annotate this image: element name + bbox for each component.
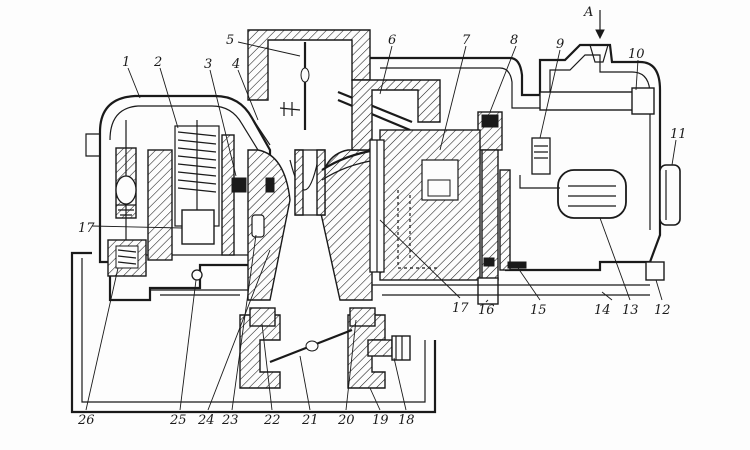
- throttle-body-left: [239, 314, 281, 389]
- label-4: 4: [231, 57, 240, 72]
- label-2: 2: [153, 55, 162, 70]
- label-14: 14: [594, 303, 611, 318]
- arrow-a-head: [595, 29, 605, 40]
- label-12: 12: [654, 303, 671, 318]
- label-24: 24: [197, 413, 215, 428]
- label-10: 10: [628, 47, 645, 62]
- fuel-line-14: [371, 284, 650, 290]
- label-20: 20: [337, 413, 355, 428]
- inlet-funnel: [589, 44, 609, 63]
- right-chamber-wall: [351, 79, 441, 151]
- needle-valve-cap: [481, 114, 499, 128]
- sight-window-11: [659, 164, 681, 226]
- label-17-right: 17: [452, 301, 469, 316]
- float-13: [557, 169, 627, 219]
- accelerator-pipe-2: [337, 98, 411, 132]
- venturi-right-wall: [317, 149, 373, 301]
- right-vertical-channel-2: [499, 169, 511, 271]
- jet-16-cap: [483, 257, 495, 267]
- needle-9-lever: [519, 175, 560, 189]
- label-11: 11: [670, 127, 687, 142]
- label-22: 22: [263, 413, 281, 428]
- left-wall-hatch-2: [221, 134, 235, 256]
- accelerator-pipe: [337, 90, 413, 124]
- screw-18-body: [367, 339, 393, 357]
- left-channel-pipe: [149, 289, 248, 300]
- drain-plug-12: [645, 261, 665, 281]
- left-housing-inner: [109, 105, 259, 256]
- flange-20: [349, 307, 376, 327]
- jet-26-threads: [117, 249, 137, 265]
- jet-23: [251, 214, 265, 238]
- needle-9-threads: [534, 145, 548, 159]
- label-18: 18: [398, 413, 415, 428]
- venturi-left-wall: [247, 149, 291, 301]
- valve-bulb: [115, 175, 137, 205]
- jet-15: [507, 261, 527, 269]
- label-26: 26: [77, 413, 95, 428]
- label-3: 3: [204, 57, 212, 72]
- fitting-3: [231, 177, 247, 193]
- label-5: 5: [226, 33, 234, 48]
- label-19: 19: [372, 413, 389, 428]
- venturi-throat: [289, 159, 319, 191]
- screw-18-head: [391, 335, 411, 361]
- pipe-4: [251, 117, 271, 146]
- inlet-fitting-10: [631, 87, 655, 115]
- outer-fuel-line-inner: [81, 258, 426, 403]
- label-23: 23: [221, 413, 239, 428]
- needle-9-housing: [531, 137, 551, 175]
- label-9: 9: [556, 37, 564, 52]
- left-housing-outline: [98, 94, 272, 302]
- valve-spring-small: [116, 204, 136, 216]
- air-damper-axle: [300, 67, 310, 83]
- left-wall-hatch: [147, 149, 173, 261]
- small-diffuser-hatch-r: [316, 149, 326, 216]
- throttle-body-right: [347, 314, 386, 389]
- flange-22: [249, 307, 276, 327]
- dashed-channel: [397, 190, 440, 269]
- leader-lines: [85, 41, 677, 411]
- right-housing-top: [370, 43, 662, 272]
- damper-lever: [279, 102, 301, 116]
- small-diffuser-hatch: [294, 149, 304, 216]
- spring-piston: [181, 209, 215, 245]
- label-7: 7: [462, 33, 471, 48]
- pump-block: [379, 129, 481, 281]
- label-25: 25: [169, 413, 187, 428]
- label-13: 13: [622, 303, 639, 318]
- float-ridges: [568, 185, 616, 207]
- label-a: A: [583, 5, 593, 20]
- label-16: 16: [478, 303, 495, 318]
- label-21: 21: [301, 413, 319, 428]
- label-1: 1: [122, 55, 130, 70]
- pump-insert: [427, 179, 451, 197]
- label-8: 8: [510, 33, 518, 48]
- ball-valve-25: [191, 269, 203, 281]
- label-15: 15: [530, 303, 547, 318]
- outer-fuel-line: [70, 251, 437, 414]
- label-6: 6: [388, 33, 396, 48]
- air-inlet-neck: [247, 29, 371, 101]
- throttle-axle: [305, 340, 319, 352]
- left-port: [85, 133, 101, 157]
- label-17-left: 17: [78, 221, 95, 236]
- fitting-3b: [265, 177, 275, 193]
